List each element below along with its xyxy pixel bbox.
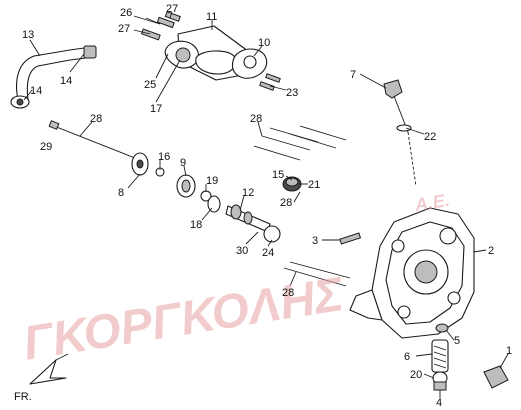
callout-27: 27 [118, 23, 130, 35]
leader-lines [23, 11, 509, 398]
callout-21: 21 [308, 179, 320, 191]
callout-5: 5 [454, 335, 460, 347]
callout-23: 23 [286, 87, 298, 99]
strainer-plug-5 [435, 323, 449, 333]
callout-28: 28 [282, 287, 294, 299]
case-bolts-top [253, 125, 347, 161]
callout-7: 7 [350, 69, 356, 81]
front-direction-arrow [29, 353, 69, 385]
oil-dipstick [383, 79, 417, 187]
circlip-24 [263, 225, 281, 243]
sleeve-1 [483, 365, 509, 389]
seal-18 [207, 195, 221, 213]
callout-11: 11 [206, 11, 217, 23]
drain-plug-15 [282, 176, 302, 192]
strainer-cap-4 [433, 381, 447, 391]
callout-15: 15 [272, 169, 284, 181]
callout-29: 29 [40, 141, 52, 153]
callout-14: 14 [30, 85, 42, 97]
callout-13: 13 [22, 29, 34, 41]
dipstick-oring [396, 124, 412, 132]
dowel-pin [339, 232, 362, 245]
callout-30: 30 [236, 245, 248, 257]
pump-cover-assembly [140, 11, 281, 91]
callout-28: 28 [90, 113, 102, 125]
callout-labels: 13 14 14 26 27 27 11 10 25 17 23 7 22 28… [14, 3, 512, 409]
callout-1: 1 [506, 345, 512, 357]
callout-28: 28 [280, 197, 292, 209]
callout-9: 9 [180, 157, 186, 169]
watermark-main: ΓΚΟΡΓΚΟΛΗΣ [20, 268, 349, 371]
callout-2: 2 [488, 245, 494, 257]
callout-28: 28 [250, 113, 262, 125]
callout-16: 16 [158, 151, 170, 163]
callout-10: 10 [258, 37, 270, 49]
front-direction-label: FR. [14, 391, 32, 403]
callout-3: 3 [312, 235, 318, 247]
callout-26: 26 [120, 7, 132, 19]
callout-19: 19 [206, 175, 218, 187]
drive-shaft-assembly [48, 120, 281, 243]
callout-12: 12 [242, 187, 254, 199]
callout-24: 24 [262, 247, 274, 259]
callout-22: 22 [424, 131, 436, 143]
callout-18: 18 [190, 219, 202, 231]
callout-14: 14 [60, 75, 72, 87]
dipstick-cap [383, 79, 403, 99]
oil-strainer-assembly [431, 323, 509, 391]
hose-clamp-upper [83, 45, 97, 59]
callout-27: 27 [166, 3, 178, 15]
callout-4: 4 [436, 397, 442, 409]
callout-20: 20 [410, 369, 422, 381]
callout-6: 6 [404, 351, 410, 363]
crankcase-cover [349, 207, 475, 339]
callout-17: 17 [150, 103, 162, 115]
callout-25: 25 [144, 79, 156, 91]
case-bolts-bottom [283, 261, 351, 287]
callout-8: 8 [118, 187, 124, 199]
